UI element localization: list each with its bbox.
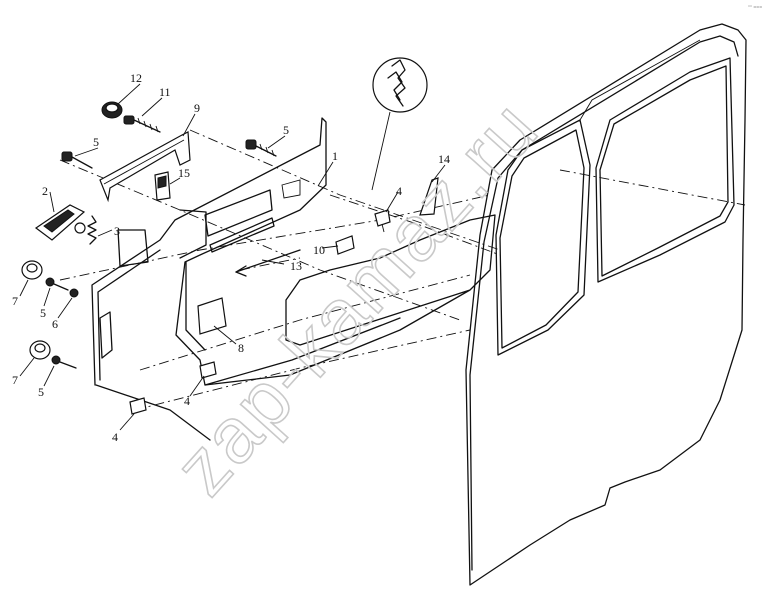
seal-detail-bubble (371, 57, 428, 191)
callout-1: 1 (332, 149, 338, 163)
callout-13: 13 (290, 259, 302, 273)
callout-11: 11 (159, 85, 171, 99)
callout-14: 14 (438, 152, 450, 166)
nut-7-bottom (29, 340, 51, 360)
screw-5-mid (45, 277, 69, 291)
clip-10 (335, 235, 355, 255)
callout-15: 15 (178, 166, 190, 180)
pad-8 (197, 297, 227, 335)
callout-5: 5 (38, 385, 44, 399)
callout-5: 5 (40, 306, 46, 320)
callout-12: 12 (130, 71, 142, 85)
callout-5: 5 (93, 135, 99, 149)
screw-11 (123, 115, 161, 133)
callout-4: 4 (112, 430, 118, 444)
callout-8: 8 (238, 341, 244, 355)
callout-5: 5 (283, 123, 289, 137)
callout-4: 4 (184, 394, 190, 408)
corner-mark: °° === (748, 5, 762, 11)
trim-panel (91, 117, 496, 441)
callout-labels: 12 11 9 5 5 1 14 15 2 4 3 10 13 7 5 6 8 … (12, 71, 450, 444)
callout-3: 3 (114, 224, 120, 238)
callout-10: 10 (313, 243, 325, 257)
clip-4-top (374, 209, 391, 233)
cap-12 (101, 101, 123, 119)
callout-4: 4 (396, 184, 402, 198)
screw-5-top (245, 139, 277, 157)
bracket-14 (419, 177, 439, 216)
callout-7: 7 (12, 294, 18, 308)
watermark-text: zap-kamaz.ru (157, 84, 555, 512)
nut-7-top (21, 260, 43, 280)
watermark: zap-kamaz.ru (156, 83, 555, 512)
callout-9: 9 (194, 101, 200, 115)
cab-shell (465, 23, 747, 586)
clip-4-mid (199, 361, 217, 379)
screw-5-bottom (51, 355, 77, 369)
screw-5-left (61, 151, 93, 169)
clip-15 (154, 171, 171, 201)
washer-6 (69, 288, 79, 298)
callout-2: 2 (42, 184, 48, 198)
lamp-2 (34, 204, 86, 241)
callout-6: 6 (52, 317, 58, 331)
grab-handle (99, 131, 191, 203)
assembly-lines (59, 129, 746, 411)
spring-3 (87, 215, 97, 245)
leader-lines (19, 83, 446, 431)
callout-7: 7 (12, 373, 18, 387)
clip-4-bottom (129, 397, 147, 415)
